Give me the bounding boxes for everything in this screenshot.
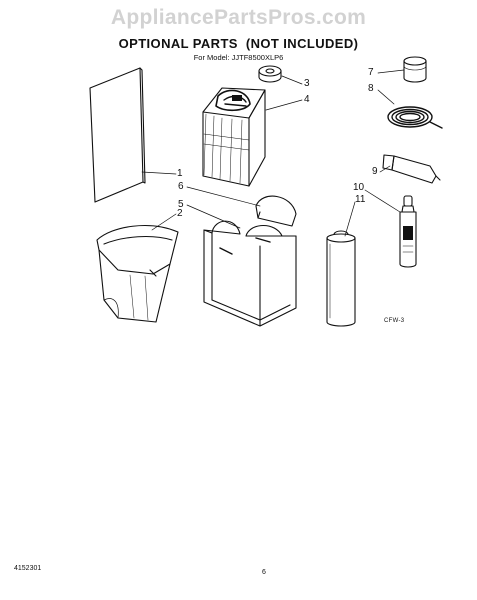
- callout-5: 5: [178, 199, 184, 210]
- callout-8: 8: [368, 83, 374, 94]
- part-container: [403, 56, 427, 83]
- part-spray-bottle: [399, 195, 417, 268]
- figure-code: CFW-3: [384, 318, 405, 324]
- page-number: 6: [262, 569, 266, 576]
- part-bag-liner: [96, 225, 179, 323]
- callout-10: 10: [353, 182, 365, 193]
- part-bag-caddy: [203, 220, 297, 327]
- part-coiled-cord: [387, 106, 443, 129]
- part-tube: [382, 154, 441, 184]
- callout-2: 2: [177, 208, 183, 219]
- doc-number: 4152301: [14, 565, 42, 572]
- part-bag-box: [202, 87, 266, 187]
- model-line: For Model: JJTF8500XLP6: [193, 53, 284, 62]
- part-bearing: [258, 65, 282, 83]
- callout-11: 11: [355, 194, 366, 205]
- watermark: AppliancePartsPros.com: [110, 6, 367, 29]
- callout-9: 9: [372, 166, 378, 177]
- callout-6: 6: [178, 181, 184, 192]
- part-half-round-panel: [255, 195, 297, 227]
- part-aerosol-can: [326, 230, 356, 327]
- page-title: OPTIONAL PARTS (NOT INCLUDED): [118, 36, 359, 51]
- leader-lines: [141, 69, 405, 237]
- callout-4: 4: [304, 94, 310, 105]
- part-sheet: [89, 67, 146, 203]
- callout-3: 3: [304, 78, 310, 89]
- callout-1: 1: [177, 168, 183, 179]
- callout-7: 7: [368, 67, 374, 78]
